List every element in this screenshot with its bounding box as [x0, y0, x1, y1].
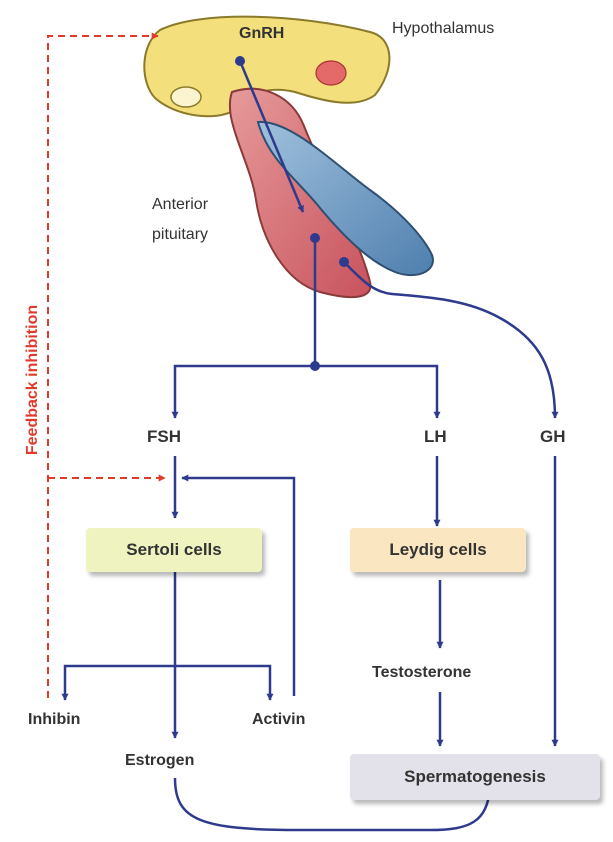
- pituitary-to-gh-line: [339, 257, 555, 418]
- hypothalamus-label: Hypothalamus: [392, 20, 494, 38]
- leydig-cells-box: Leydig cells: [350, 528, 526, 572]
- sertoli-cells-box: Sertoli cells: [86, 528, 262, 572]
- lh-label: LH: [424, 427, 447, 447]
- activin-label: Activin: [252, 711, 305, 729]
- testosterone-label: Testosterone: [372, 664, 471, 682]
- estrogen-label: Estrogen: [125, 752, 194, 770]
- pituitary-shape: [230, 89, 433, 297]
- activin-feedback-arrow: [182, 478, 294, 696]
- fsh-label: FSH: [147, 427, 181, 447]
- feedback-inhibition-lines: [48, 36, 165, 698]
- gnrh-label: GnRH: [239, 25, 284, 43]
- inhibin-activin-branch: [65, 666, 270, 700]
- gh-label: GH: [540, 427, 566, 447]
- anterior-pituitary-label-line2: pituitary: [152, 226, 208, 244]
- feedback-inhibition-label: Feedback inhibition: [24, 305, 42, 455]
- inhibin-label: Inhibin: [28, 711, 80, 729]
- spermatogenesis-box: Spermatogenesis: [350, 754, 600, 800]
- anterior-pituitary-label-line1: Anterior: [152, 196, 208, 214]
- fsh-lh-branch: [175, 366, 437, 418]
